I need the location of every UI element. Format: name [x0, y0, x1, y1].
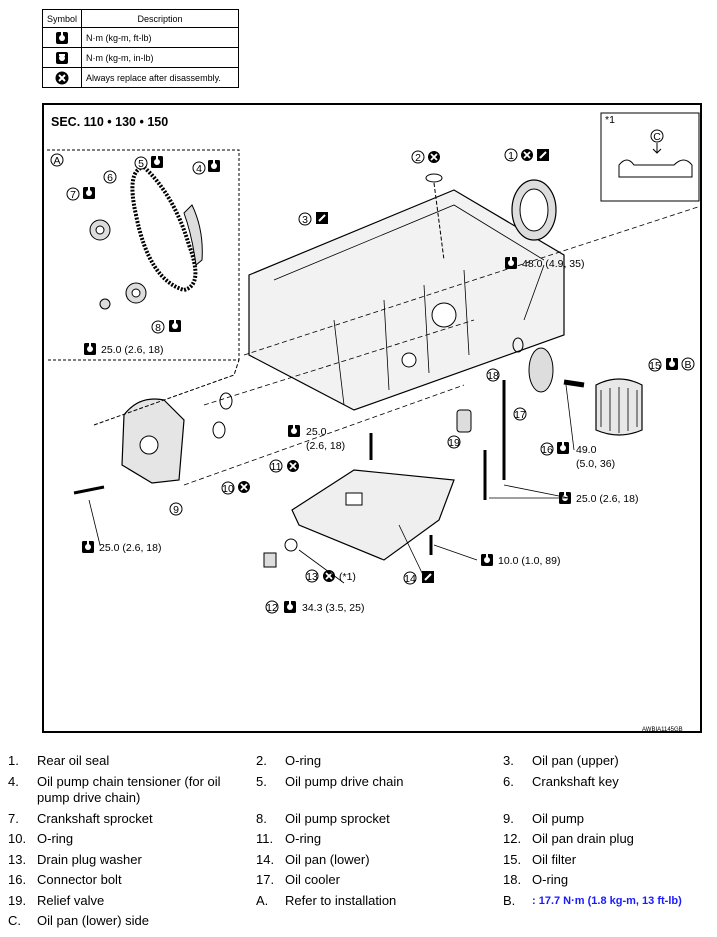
torque-label: (2.6, 18) [306, 440, 345, 452]
svg-text:A: A [53, 155, 60, 167]
callout-15: 15 [648, 358, 662, 372]
note-label: (*1) [339, 571, 356, 583]
callout-6: 6 [103, 170, 117, 184]
callout-c: C [650, 129, 664, 143]
torque-label: 48.0 (4.9, 35) [522, 258, 584, 270]
torque-label: 34.3 (3.5, 25) [302, 602, 364, 614]
callout-18: 18 [486, 368, 500, 382]
torque-label: 25.0 (2.6, 18) [101, 344, 163, 356]
torque-icon [481, 554, 493, 566]
callout-17: 17 [513, 407, 527, 421]
svg-text:13: 13 [306, 571, 318, 583]
svg-text:11: 11 [271, 461, 282, 473]
torque-icon [284, 601, 296, 613]
svg-text:B: B [684, 359, 691, 371]
callout-b: B [681, 357, 695, 371]
torque-icon [151, 156, 163, 168]
svg-text:18: 18 [487, 370, 499, 382]
torque-icon [82, 541, 94, 553]
svg-text:1: 1 [508, 150, 514, 162]
always-replace-icon [520, 148, 534, 162]
callout-2: 2 [411, 150, 425, 164]
svg-text:C: C [653, 131, 661, 143]
svg-text:14: 14 [404, 573, 416, 585]
figure-code: AWBIA1145GB [642, 727, 683, 733]
always-replace-icon [286, 459, 300, 473]
torque-icon [288, 425, 300, 437]
callout-19: 19 [447, 435, 461, 449]
svg-text:15: 15 [649, 360, 661, 372]
callout-9: 9 [169, 502, 183, 516]
torque-icon [83, 187, 95, 199]
torque-icon [666, 358, 678, 370]
callout-5: 5 [134, 156, 148, 170]
torque-label: (5.0, 36) [576, 458, 615, 470]
callout-10: 10 [221, 481, 235, 495]
callout-16: 16 [540, 442, 554, 456]
svg-text:4: 4 [196, 163, 202, 175]
callout-1: 1 [504, 148, 518, 162]
callout-12: 12 [265, 600, 279, 614]
legend-description: N·m (kg-m, ft-lb) [81, 27, 239, 48]
callout-13: 13 [305, 569, 319, 583]
legend-header-description: Description [81, 9, 239, 28]
exploded-diagram: SEC. 110 • 130 • 150 A *1 C [42, 103, 702, 733]
torque-icon [169, 320, 181, 332]
svg-text:2: 2 [415, 152, 421, 164]
symbol-legend-table: Symbol Description N·m (kg-m, ft-lb) N·m… [41, 9, 239, 88]
torque-wrench-small-icon [41, 47, 83, 68]
svg-text:5: 5 [138, 158, 144, 170]
svg-text:3: 3 [302, 214, 308, 226]
svg-text:9: 9 [173, 504, 179, 516]
always-replace-icon [41, 67, 83, 88]
always-replace-icon [237, 480, 251, 494]
callout-8: 8 [151, 320, 165, 334]
callout-3: 3 [298, 212, 312, 226]
torque-label: 25.0 (2.6, 18) [576, 493, 638, 505]
always-replace-icon [427, 150, 441, 164]
legend-description: Always replace after disassembly. [81, 67, 239, 88]
torque-wrench-icon [41, 27, 83, 48]
svg-text:16: 16 [541, 444, 553, 456]
torque-label: 49.0 [576, 444, 597, 456]
svg-text:12: 12 [266, 602, 278, 614]
torque-icon [505, 257, 517, 269]
sealant-icon [536, 148, 550, 162]
legend-description: N·m (kg-m, in-lb) [81, 47, 239, 68]
torque-label: 25.0 [306, 426, 327, 438]
svg-text:7: 7 [70, 189, 76, 201]
svg-text:8: 8 [155, 322, 161, 334]
detail-ref: *1 [605, 114, 615, 126]
torque-icon [208, 160, 220, 172]
torque-icon [557, 442, 569, 454]
torque-icon [84, 343, 96, 355]
callout-a: A [50, 153, 64, 167]
callout-11: 11 [269, 459, 283, 473]
svg-text:6: 6 [107, 172, 113, 184]
callout-14: 14 [403, 571, 417, 585]
callout-7: 7 [66, 187, 80, 201]
sealant-icon [315, 211, 329, 225]
legend-header-symbol: Symbol [41, 9, 83, 28]
callout-4: 4 [192, 161, 206, 175]
torque-label: 25.0 (2.6, 18) [99, 542, 161, 554]
torque-label: 10.0 (1.0, 89) [498, 555, 560, 567]
section-title: SEC. 110 • 130 • 150 [51, 115, 168, 129]
svg-text:17: 17 [514, 409, 526, 421]
svg-text:19: 19 [448, 437, 460, 449]
svg-text:10: 10 [222, 483, 234, 495]
